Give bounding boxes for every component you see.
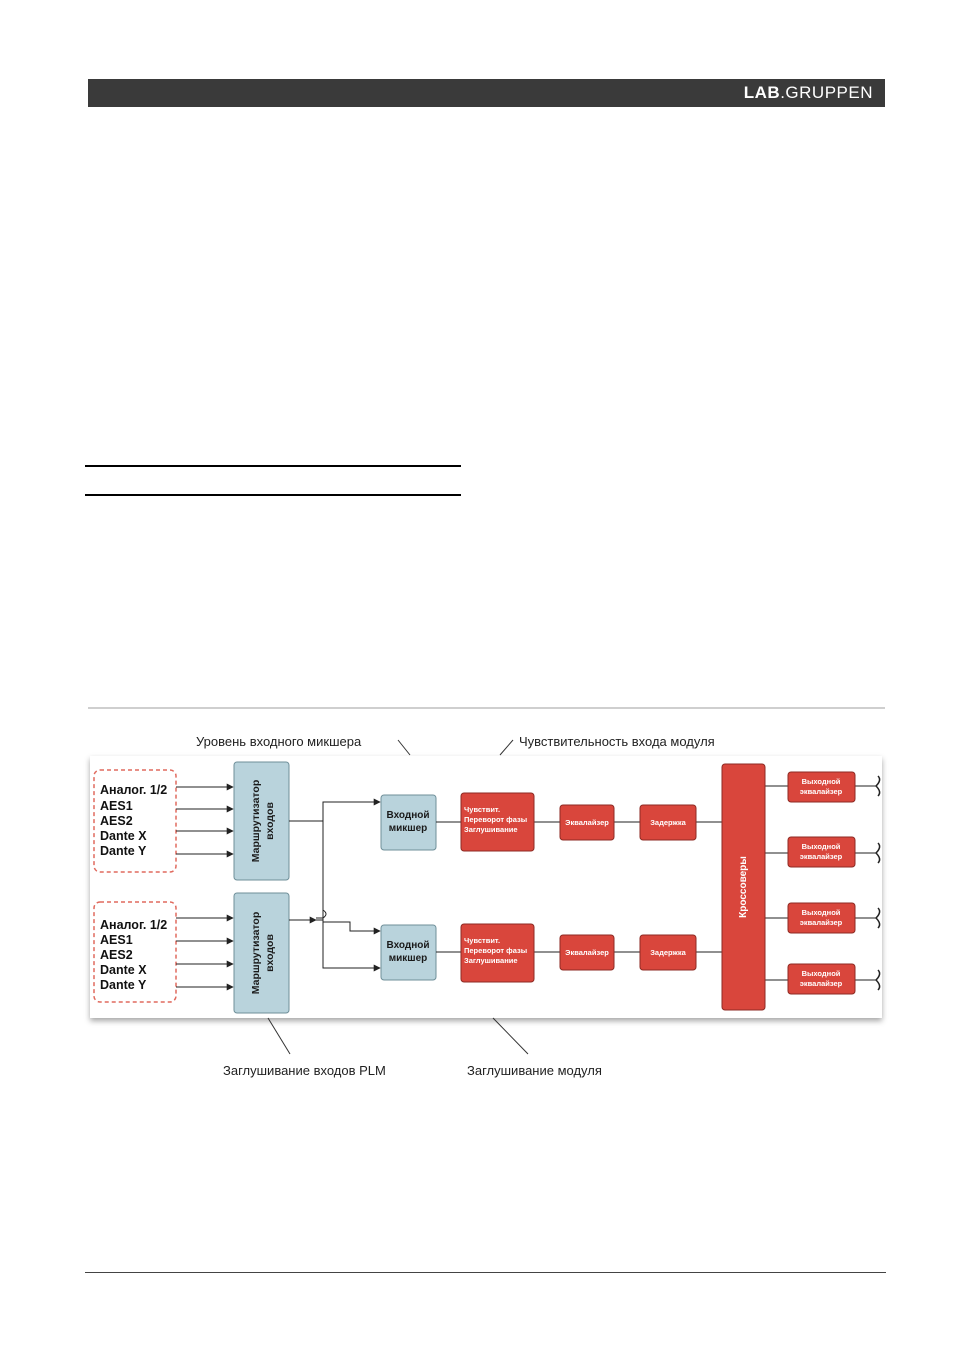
caption-input-mixer-level: Уровень входного микшера [196,734,362,749]
input-group-frame [93,769,177,873]
brand-logo-part1: LAB [743,83,781,102]
input-router-label: входов [264,934,276,972]
output-eq-block [787,963,856,995]
input-label: AES1 [100,799,133,813]
input-router-label: входов [264,802,276,840]
output-eq-label: Выходной [802,969,841,978]
sensitivity-label: Переворот фазы [464,946,527,955]
crossovers-block [721,763,766,1011]
output-eq-label: Выходной [802,908,841,917]
equalizer-label: Эквалайзер [565,948,609,957]
equalizer-block [559,804,615,841]
brand-logo-part2: .GRUPPEN [780,83,873,102]
equalizer-block [559,934,615,971]
sensitivity-block [460,792,535,852]
input-router-block [233,892,290,1014]
delay-label: Задержка [650,818,686,827]
output-eq-block [787,771,856,803]
input-label: Dante X [100,963,147,977]
sensitivity-label: Переворот фазы [464,815,527,824]
output-eq-label: Выходной [802,777,841,786]
output-eq-label: эквалайзер [800,979,843,988]
sensitivity-label: Заглушивание [464,825,518,834]
leader-line [492,1017,529,1055]
input-mixer-label: Входной [386,810,429,821]
section-rule-bottom [85,494,461,496]
delay-label: Задержка [650,948,686,957]
input-label: Аналог. 1/2 [100,918,167,932]
footer-rule [85,1272,886,1273]
input-label: Dante Y [100,978,147,992]
sensitivity-label: Чувствит. [464,805,500,814]
input-label: AES1 [100,933,133,947]
input-group-frame [93,901,177,1003]
output-eq-block [787,902,856,934]
output-connector-icons [875,775,881,991]
leader-line [397,739,411,756]
output-eq-label: Выходной [802,842,841,851]
brand-logo: LAB.GRUPPEN [744,83,873,103]
input-label: AES2 [100,948,133,962]
output-eq-label: эквалайзер [800,787,843,796]
equalizer-label: Эквалайзер [565,818,609,827]
input-router-label: Маршрутизатор [250,780,262,862]
header-bar: LAB.GRUPPEN [88,79,885,107]
input-label: Dante Y [100,844,147,858]
sensitivity-label: Чувствит. [464,936,500,945]
input-mixer-label: микшер [389,823,428,834]
leader-line [267,1017,291,1055]
sensitivity-block [460,923,535,983]
input-router-label: Маршрутизатор [250,912,262,994]
delay-block [639,804,697,841]
leader-line [499,739,514,756]
input-label: Dante X [100,829,147,843]
caption-plm-input-mute: Заглушивание входов PLM [223,1063,386,1078]
output-eq-label: эквалайзер [800,852,843,861]
output-eq-label: эквалайзер [800,918,843,927]
caption-module-input-sensitivity: Чувствительность входа модуля [519,734,715,749]
delay-block [639,934,697,971]
section-rule-top [85,465,461,467]
routing-lines [289,798,381,972]
input-mixer-label: Входной [386,940,429,951]
input-label: Аналог. 1/2 [100,783,167,797]
input-mixer-label: микшер [389,953,428,964]
input-label: AES2 [100,814,133,828]
sensitivity-label: Заглушивание [464,956,518,965]
crossovers-label: Кроссоверы [738,856,749,918]
caption-module-mute: Заглушивание модуля [467,1063,602,1078]
output-eq-block [787,836,856,868]
chain-lines [436,785,876,981]
